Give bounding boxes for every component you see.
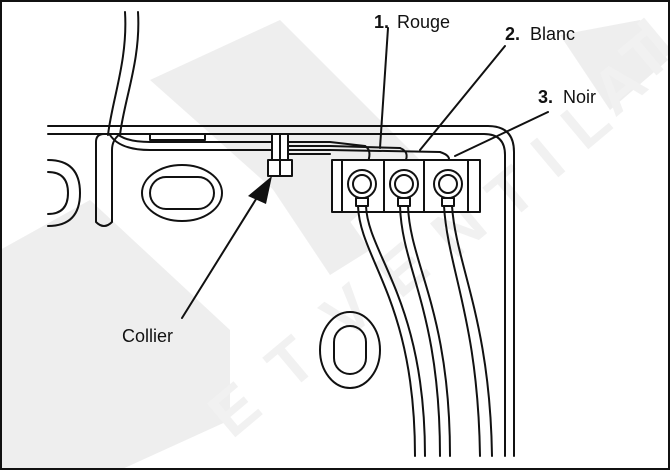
incoming-cable (107, 11, 140, 136)
routed-cable (109, 134, 276, 151)
leader-line-collier (181, 195, 259, 319)
leader-line-rouge (379, 27, 389, 149)
terminal-screw-2 (389, 169, 419, 207)
label-noir: 3. Noir (538, 87, 596, 107)
collier-arrowhead (248, 176, 272, 204)
terminal-screw-3 (433, 169, 463, 207)
panel-top-edge (47, 125, 515, 457)
terminal-screw-1 (347, 169, 377, 207)
terminal-block (331, 159, 481, 213)
label-rouge-number: 1. (374, 12, 389, 32)
panel-rib (95, 133, 121, 227)
panel-top-edge-inner (47, 133, 506, 457)
label-blanc: 2. Blanc (505, 24, 575, 44)
leader-line-blanc (419, 45, 506, 151)
watermark-letter: I (518, 124, 578, 191)
watermark-letter: T (253, 322, 329, 402)
leader-line-noir (454, 111, 549, 157)
conductors-bundle (287, 141, 441, 155)
label-blanc-text: Blanc (530, 24, 575, 44)
panel-rim (149, 133, 206, 141)
label-rouge: 1. Rouge (374, 12, 450, 32)
mounting-slot-left (47, 159, 81, 227)
mounting-slot-left-inner (47, 171, 69, 215)
label-collier: Collier (122, 326, 173, 346)
wire-descending-1 (357, 205, 426, 457)
mounting-slot-lower (319, 311, 381, 389)
wire-descending-3 (443, 205, 493, 457)
mounting-slot-center (141, 164, 223, 222)
label-noir-text: Noir (563, 87, 596, 107)
label-blanc-number: 2. (505, 24, 520, 44)
watermark-letter: T (473, 152, 549, 232)
label-noir-number: 3. (538, 87, 553, 107)
wire-descending-2 (399, 205, 451, 457)
mounting-slot-center-inner (149, 176, 215, 210)
mounting-slot-lower-inner (333, 325, 367, 375)
label-rouge-text: Rouge (397, 12, 450, 32)
